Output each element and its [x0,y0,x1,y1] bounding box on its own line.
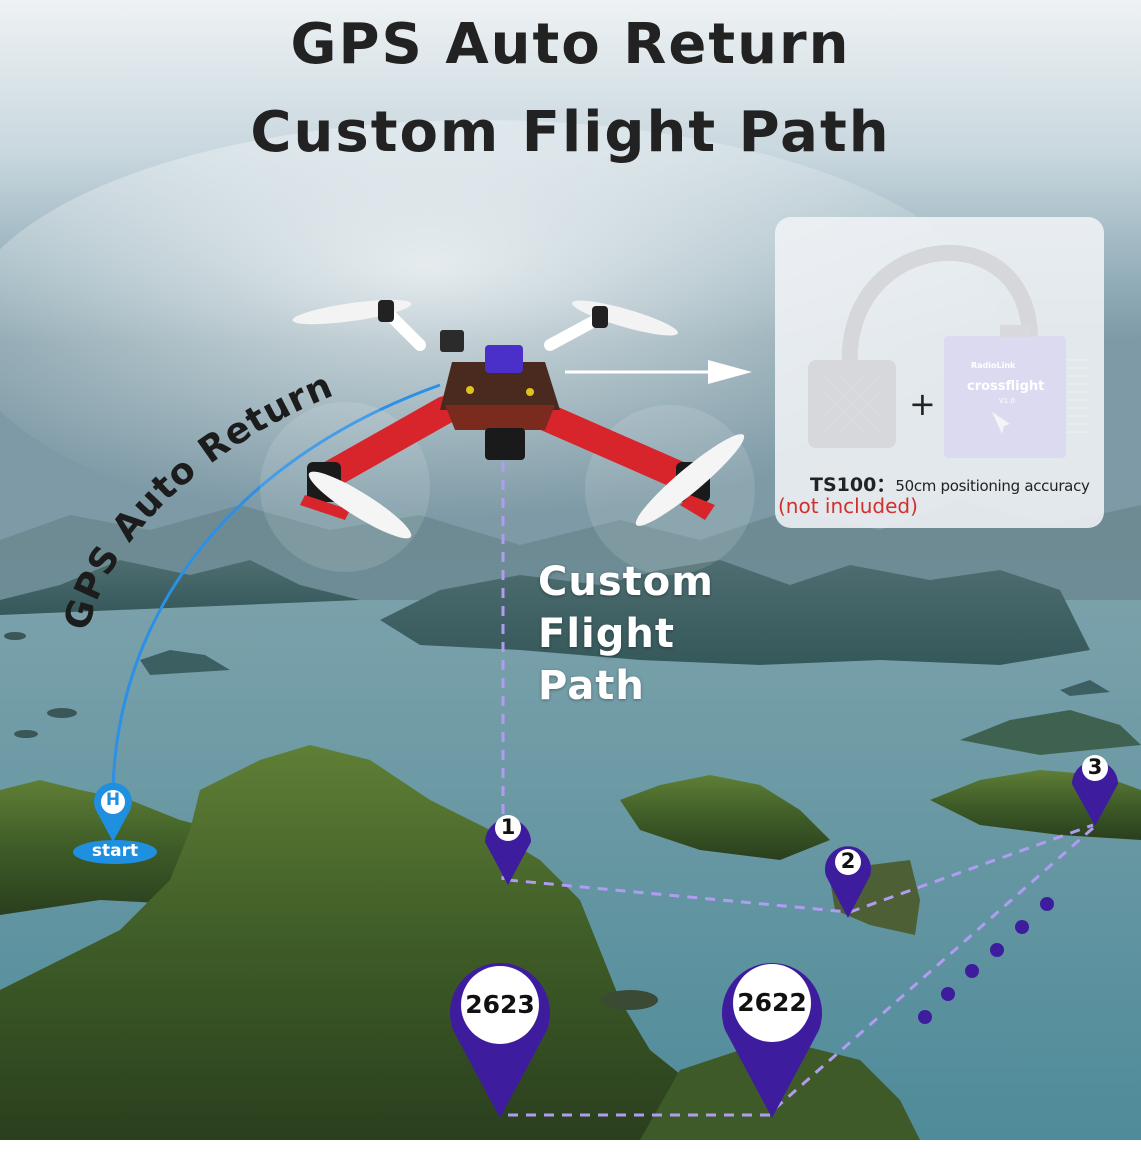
fc-brand-label: RadioLink [971,361,1016,370]
home-pin-icon [73,782,157,864]
waypoint-2-label: 2 [840,849,856,873]
waypoint-1-label: 1 [500,815,516,839]
gps-description: 50cm positioning accuracy [895,477,1090,495]
flight-controller-2622-label: 2622 [737,988,807,1017]
product-card: + RadioLink crossflight V1.0 TS100：50cm … [775,217,1104,528]
not-included-note: (not included) [778,494,918,518]
plus-sign: + [909,385,936,423]
location-pin-icon [485,815,531,885]
svg-text:GPS Auto Return: GPS Auto Return [57,365,339,634]
gps-separator: ： [876,474,896,496]
gps-name: TS100 [810,474,877,496]
arrow-right-icon [565,360,752,384]
fc-name-label: crossflight [967,379,1045,394]
custom-path-label: Custom Flight Path [538,556,758,712]
drone-illustration [260,299,755,575]
custom-path-label-1: Custom [538,559,714,605]
home-marker-letter: H [105,790,121,810]
flight-controller-2623-label: 2623 [465,990,535,1019]
waypoint-3-label: 3 [1087,755,1103,779]
location-pin-icon [825,846,872,918]
dot-trail-icon [918,897,1054,1024]
location-pin-icon [721,962,822,1118]
custom-path-label-3: Path [538,663,645,709]
location-pin-icon [449,962,550,1118]
location-pin-icon [1072,755,1118,826]
fc-version-label: V1.0 [999,397,1015,405]
arc-label: GPS Auto Return [57,365,338,634]
custom-path-label-2: Flight [538,611,675,657]
home-marker-label: start [91,841,139,861]
gps-spec-line: TS100：50cm positioning accuracy [810,470,1090,497]
page-title-line1: GPS Auto Return [290,12,851,77]
page-title-line2: Custom Flight Path [250,100,891,165]
